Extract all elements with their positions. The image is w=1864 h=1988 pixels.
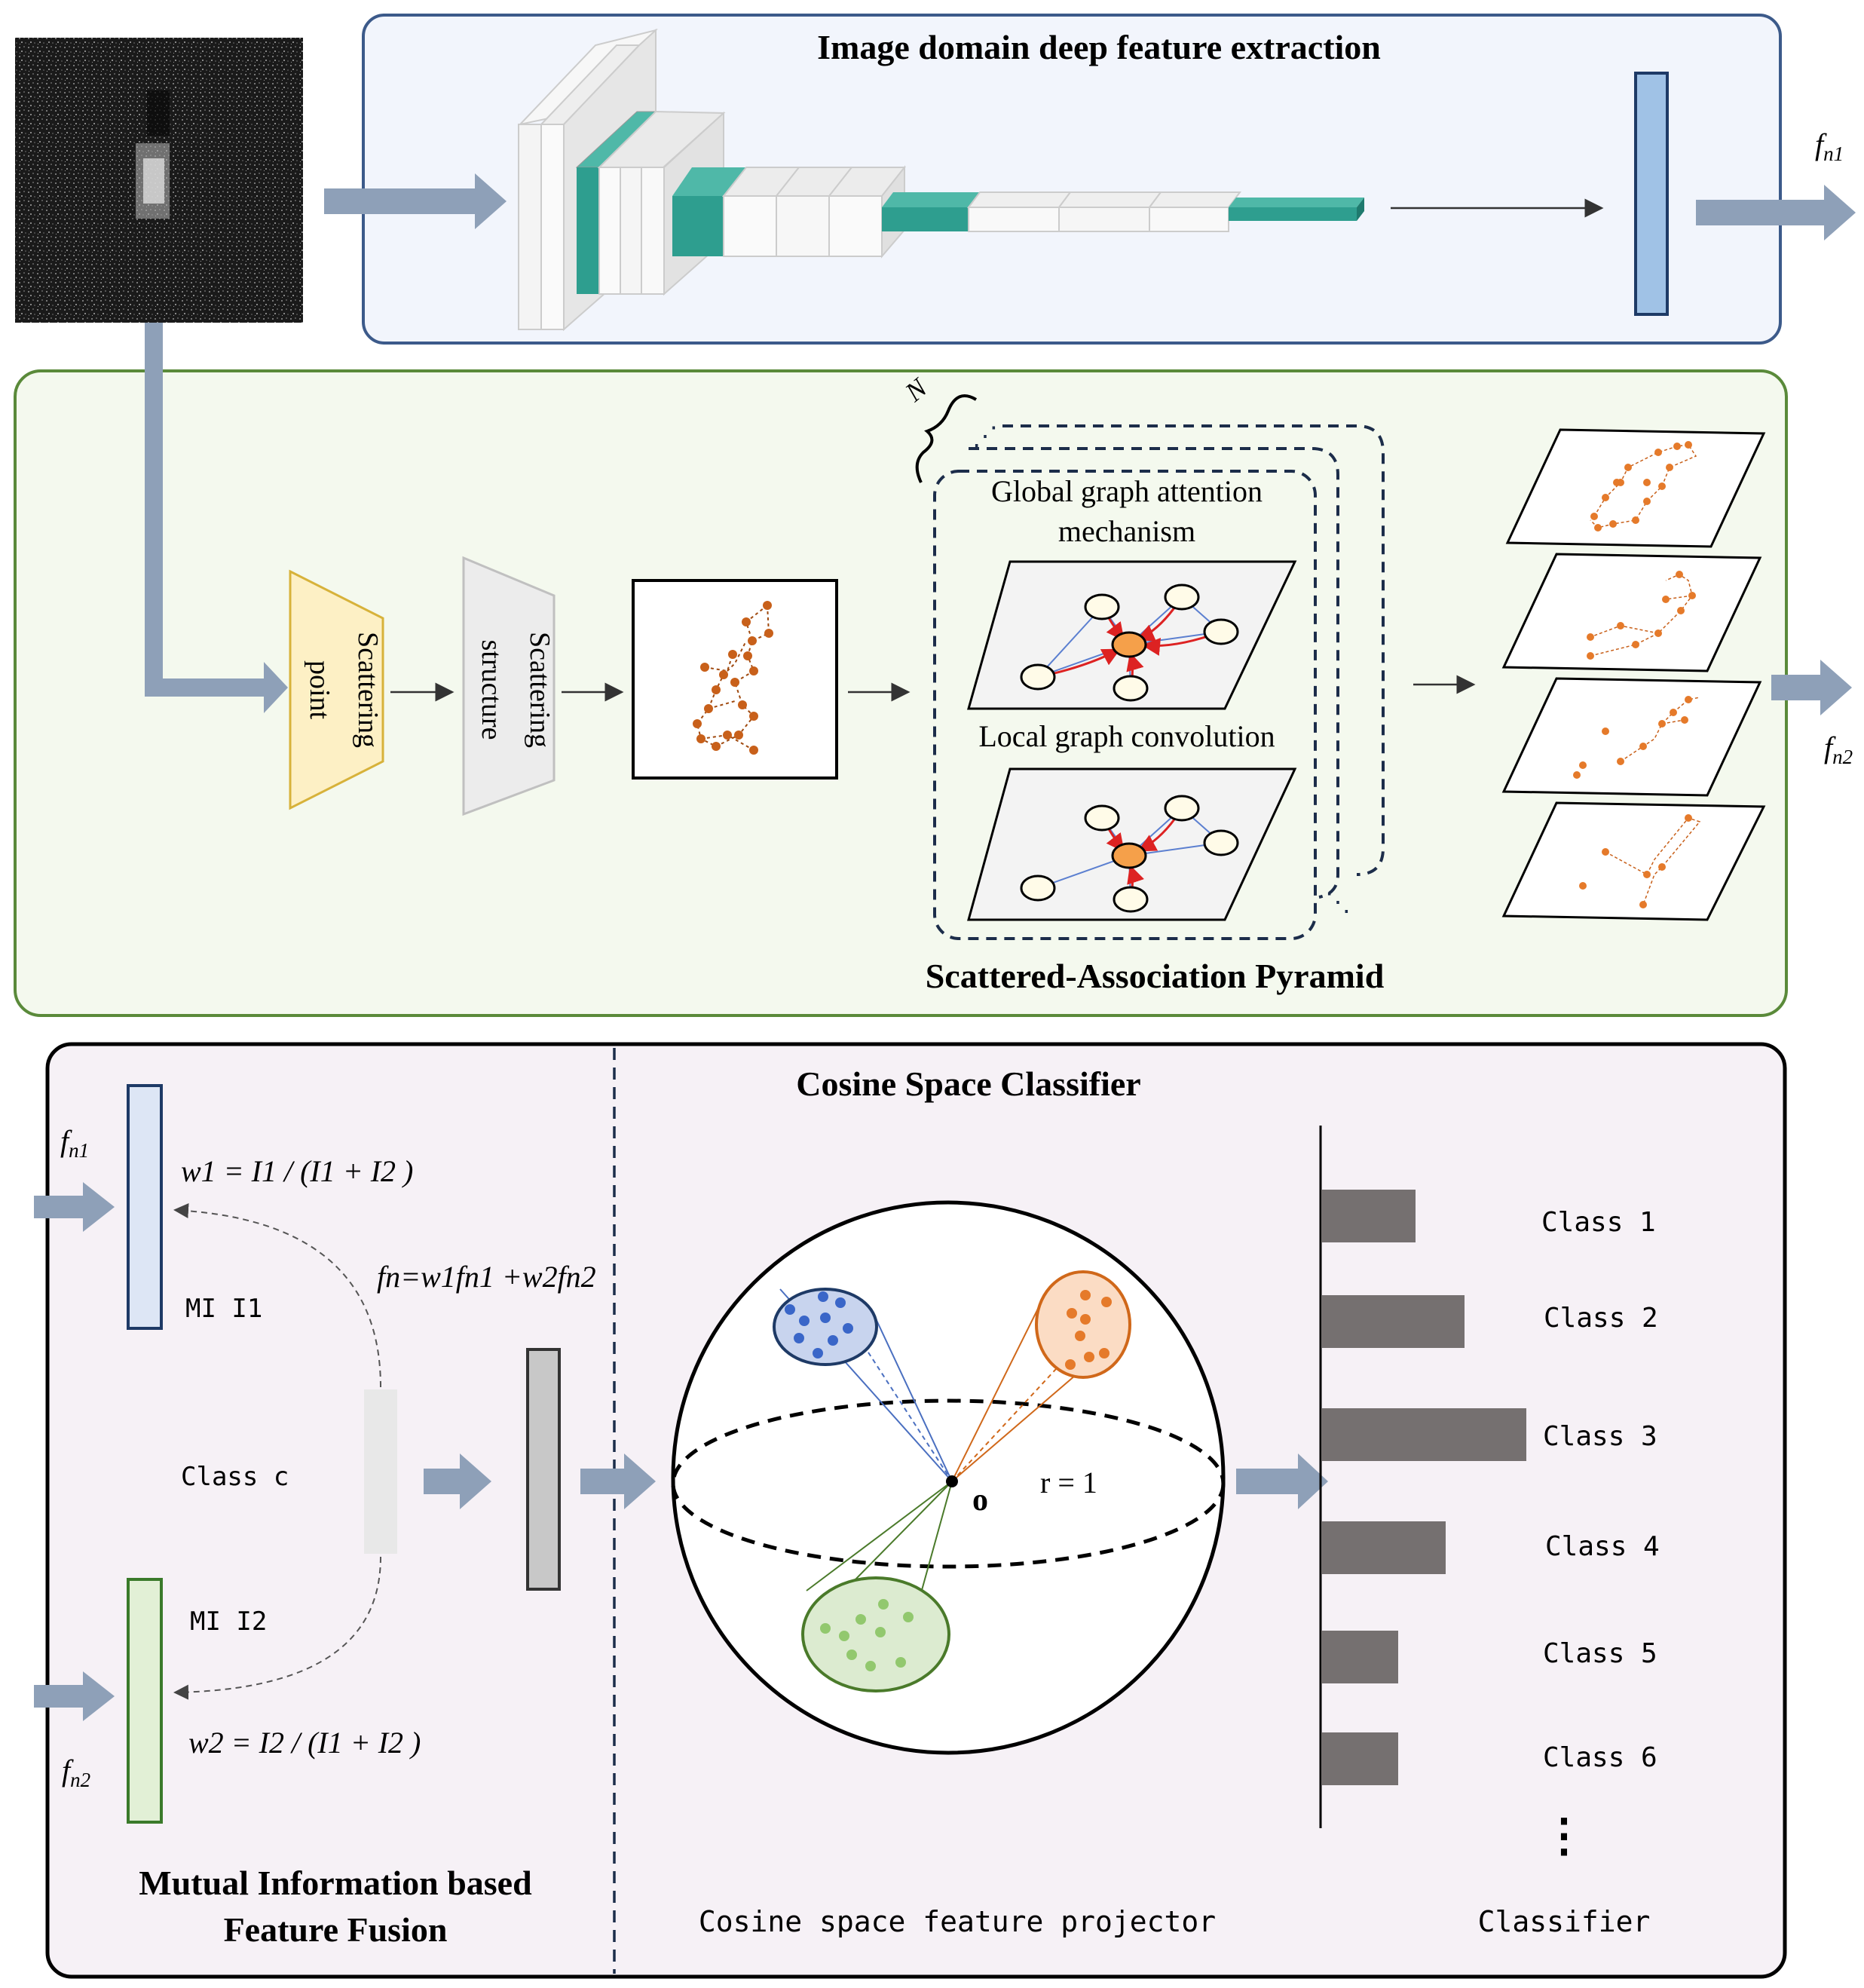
fn2-label: fn2: [1824, 731, 1853, 768]
class-label-4: Class 4: [1545, 1531, 1660, 1562]
fusion-vector-2: [127, 1578, 163, 1824]
class-label-3: Class 3: [1543, 1421, 1657, 1452]
scattering-structure-block: Scattering structure: [462, 556, 556, 816]
sar-image: [15, 38, 303, 323]
projection-lines: [779, 1288, 1097, 1599]
fusion-section: fn1 w1 = I1 / (I1 + I2 ) MI I1 fn=w1fn1 …: [34, 1084, 656, 1949]
svg-text:structure: structure: [476, 640, 507, 740]
stack-dots-bottom: ⋱: [1325, 889, 1351, 917]
fn2-output-arrow: [1771, 660, 1852, 715]
fusion-title-2: Feature Fusion: [224, 1910, 448, 1949]
w2-formula: w2 = I2 / (I1 + I2 ): [188, 1726, 421, 1760]
svg-text:Scattering: Scattering: [524, 632, 556, 748]
pyramid-layers: [1501, 428, 1766, 921]
fn-formula: fn=w1fn1 +w2fn2: [377, 1260, 596, 1294]
scattering-graph-box: [632, 579, 838, 780]
cluster-orange: [1035, 1270, 1131, 1379]
fn1-vector: [1634, 72, 1669, 316]
mi2-dashed-link: [173, 1556, 381, 1700]
local-convolution-label: Local graph convolution: [978, 719, 1275, 753]
pyramid-layer-2: [1501, 553, 1762, 672]
bottom-panel: fn1 w1 = I1 / (I1 + I2 ) MI I1 fn=w1fn1 …: [34, 1042, 1787, 1979]
cluster-blue: [773, 1288, 878, 1366]
fusion-title-1: Mutual Information based: [139, 1864, 532, 1902]
class-ellipsis: ⋮: [1541, 1811, 1587, 1861]
pyramid-layer-3: [1501, 677, 1762, 797]
origin-label: o: [972, 1483, 988, 1518]
fn1-label: fn1: [1815, 127, 1844, 165]
class-label-2: Class 2: [1544, 1303, 1658, 1334]
fusion-in1-label: fn1: [60, 1124, 89, 1162]
pyramid-title: Scattered-Association Pyramid: [926, 957, 1385, 995]
cnn-blocks: [518, 28, 1364, 332]
class-label-1: Class 1: [1541, 1207, 1656, 1238]
fused-to-projector-arrow: [580, 1453, 656, 1509]
fn1-output-arrow: [1696, 185, 1856, 240]
fused-vector: [526, 1348, 561, 1591]
class-bar-2: [1321, 1295, 1465, 1348]
class-bar-3: [1321, 1408, 1526, 1461]
arrow-into-cnn: [324, 173, 507, 229]
projector-to-classifier-arrow: [1236, 1453, 1328, 1509]
svg-text:Scattering: Scattering: [352, 632, 384, 748]
class-bar-1: [1321, 1190, 1416, 1242]
class-c-label: Class c: [181, 1462, 289, 1492]
fusion-in2-arrow: [34, 1671, 115, 1721]
fusion-in1-arrow: [34, 1182, 115, 1232]
classifier-title: Cosine Space Classifier: [796, 1064, 1140, 1103]
radius-label: r = 1: [1040, 1466, 1097, 1499]
classifier-section: Cosine Space Classifier: [671, 1064, 1660, 1938]
mi1-label: MI I1: [185, 1294, 262, 1324]
pyramid-layer-1: [1505, 428, 1766, 548]
mi2-label: MI I2: [190, 1607, 267, 1637]
global-graph-plane: [967, 560, 1297, 710]
class-feature-block: [364, 1389, 397, 1554]
stack-dots-top: ⋰: [972, 423, 998, 451]
global-attention-label-2: mechanism: [1058, 514, 1195, 548]
stack-brace: [915, 394, 978, 483]
cluster-green: [801, 1576, 950, 1692]
sar-to-scattering-arrow: [145, 323, 288, 713]
svg-text:point: point: [304, 660, 335, 720]
pyramid-layer-4: [1501, 801, 1766, 921]
mi1-dashed-link: [173, 1203, 381, 1388]
local-graph-plane: [967, 767, 1297, 921]
class-bar-5: [1321, 1631, 1398, 1683]
class-bar-4: [1321, 1521, 1446, 1574]
projector-caption: Cosine space feature projector: [699, 1905, 1216, 1938]
scattering-point-block: Scattering point: [289, 569, 384, 810]
global-attention-label-1: Global graph attention: [991, 474, 1263, 508]
w1-formula: w1 = I1 / (I1 + I2 ): [181, 1154, 413, 1188]
class-bars: [1321, 1190, 1526, 1785]
class-label-6: Class 6: [1543, 1742, 1657, 1773]
origin-point: [946, 1475, 958, 1487]
class-label-5: Class 5: [1543, 1638, 1657, 1669]
class-to-fused-arrow: [424, 1453, 491, 1509]
middle-panel: Scattering point Scattering structure: [14, 323, 1853, 1017]
top-panel-title: Image domain deep feature extraction: [817, 28, 1381, 66]
top-panel: Image domain deep feature extraction: [15, 14, 1856, 345]
classifier-caption: Classifier: [1478, 1905, 1651, 1938]
class-bar-6: [1321, 1732, 1398, 1785]
fusion-vector-1: [127, 1084, 163, 1330]
